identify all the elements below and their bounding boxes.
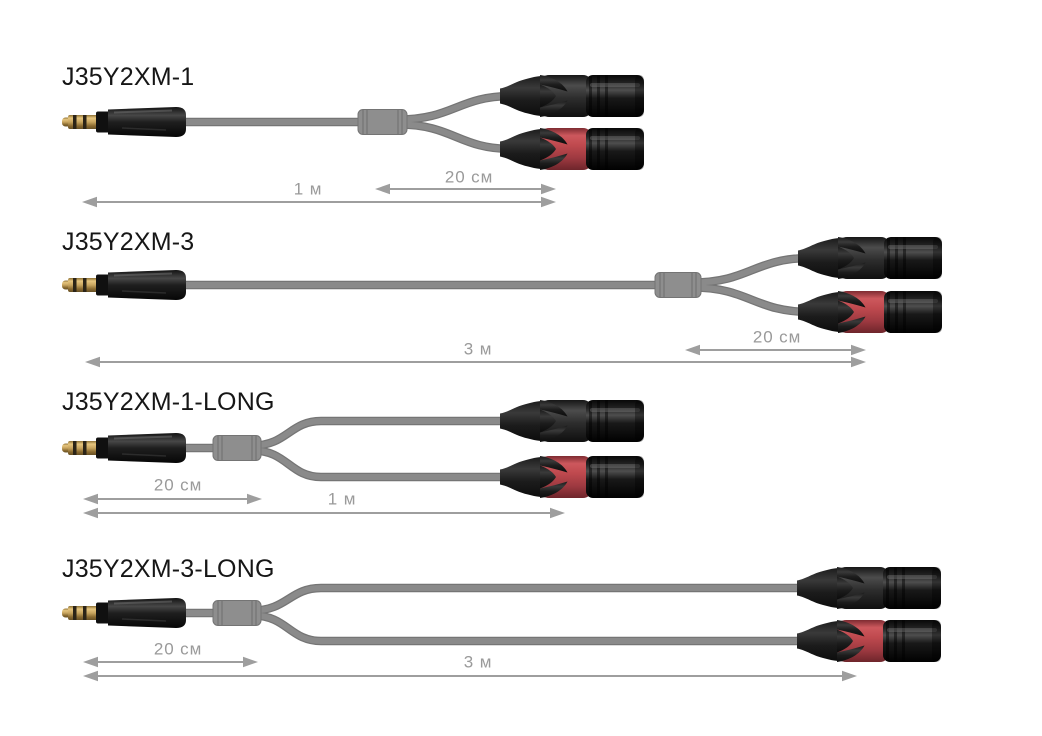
splitter-block	[357, 109, 408, 135]
jack-connector-3-5mm	[62, 433, 186, 463]
dimension-label: 1 м	[327, 489, 357, 509]
cable-diagram-4	[62, 567, 941, 682]
dimension-label: 3 м	[463, 652, 493, 672]
xlr-male-connector-red	[500, 456, 644, 498]
cable-diagram-2	[62, 237, 942, 368]
jack-connector-3-5mm	[62, 598, 186, 628]
xlr-male-connector-red	[798, 291, 942, 333]
dimension-label: 20 см	[153, 475, 203, 495]
xlr-male-connector-black	[797, 567, 941, 609]
dimension-label: 1 м	[293, 179, 323, 199]
cable-path	[173, 416, 517, 482]
dimension-label: 20 см	[444, 167, 494, 187]
product-title-1: J35Y2XM-1	[62, 63, 195, 91]
dimension-arrow	[83, 507, 565, 519]
dimension-label: 3 м	[463, 339, 493, 359]
cable-path	[173, 583, 814, 646]
jack-connector-3-5mm	[62, 107, 186, 137]
splitter-block	[212, 600, 262, 626]
xlr-male-connector-black	[500, 75, 644, 117]
xlr-male-connector-red	[500, 128, 644, 170]
cable-diagram-3	[62, 400, 644, 519]
dimension-arrow	[85, 356, 866, 368]
dimension-label: 20 см	[153, 639, 203, 659]
product-title-4: J35Y2XM-3-LONG	[62, 555, 275, 583]
dimension-arrow	[83, 493, 262, 505]
cable-diagram-1	[62, 75, 644, 208]
splitter-block	[654, 272, 702, 298]
product-title-2: J35Y2XM-3	[62, 228, 195, 256]
dimension-arrow	[83, 670, 857, 682]
xlr-male-connector-red	[797, 620, 941, 662]
xlr-male-connector-black	[500, 400, 644, 442]
xlr-male-connector-black	[798, 237, 942, 279]
cable-path	[173, 253, 815, 317]
dimension-arrow	[83, 656, 258, 668]
dimension-label: 20 см	[752, 327, 802, 347]
splitter-block	[212, 435, 262, 461]
product-title-3: J35Y2XM-1-LONG	[62, 388, 275, 416]
dimension-arrow	[82, 196, 556, 208]
cable-path	[173, 91, 517, 154]
jack-connector-3-5mm	[62, 270, 186, 300]
dimension-arrow	[685, 344, 866, 356]
dimension-arrow	[375, 183, 556, 195]
